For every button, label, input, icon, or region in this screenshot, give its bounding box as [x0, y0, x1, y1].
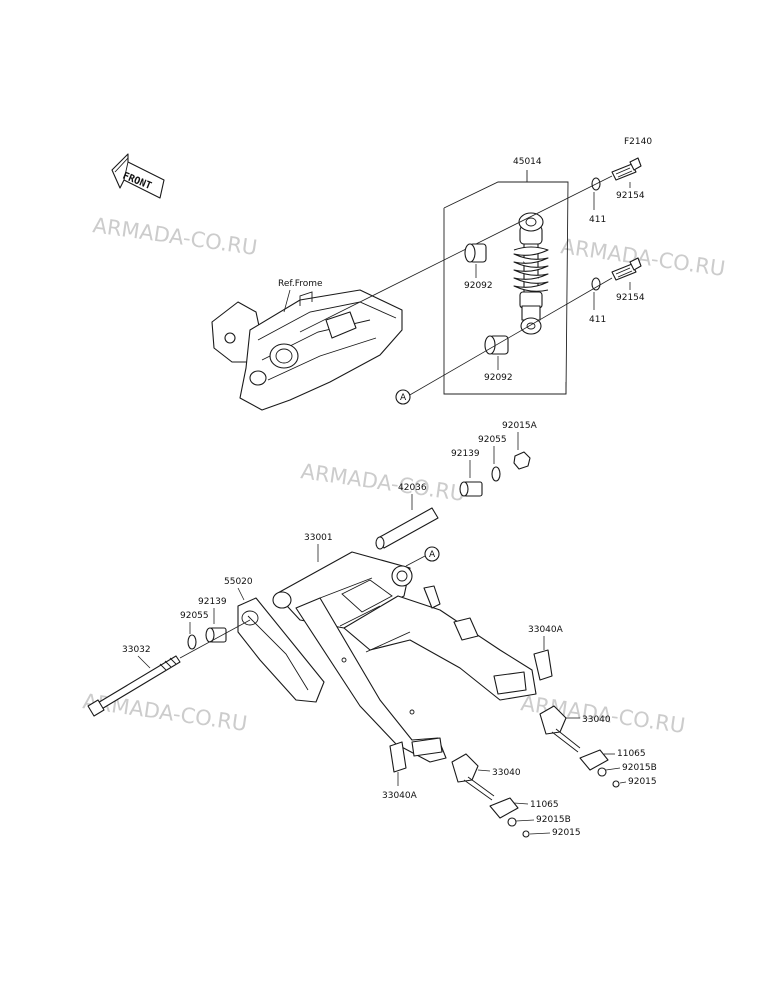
shock-absorber-drawing: [513, 212, 549, 335]
bushing-92139-right: [459, 481, 483, 497]
label-11065-right: 11065: [617, 749, 646, 759]
label-33040-center: 33040: [492, 768, 521, 778]
bracket-33040a-right: [533, 649, 553, 681]
axis-line-top: [299, 175, 613, 333]
nut-92015-right: [612, 780, 620, 788]
bushing-92139-left: [205, 627, 227, 643]
axis-line-bottom: [407, 277, 613, 397]
label-33040-right: 33040: [582, 715, 611, 725]
front-arrow-icon: FRONT: [111, 153, 165, 199]
label-92139-left: 92139: [198, 597, 227, 607]
adjuster-33040-right: [539, 705, 581, 753]
label-92015-bottom: 92015: [552, 828, 581, 838]
frame-section-drawing: [211, 289, 403, 411]
label-92154-bottom: 92154: [616, 293, 645, 303]
washer-92055-left: [187, 634, 197, 650]
watermark-2: ARMADA-CO.RU: [559, 234, 726, 281]
label-92055-left: 92055: [180, 611, 209, 621]
label-55020: 55020: [224, 577, 253, 587]
axis-line-pivot: [179, 619, 251, 659]
callout-a-upper-text: A: [400, 393, 407, 403]
ref-code: F2140: [624, 137, 652, 147]
washer-411-bottom: [591, 277, 601, 291]
washer-92055-right: [491, 466, 501, 482]
callout-a-lower: A: [424, 546, 440, 562]
label-92092-bottom: 92092: [484, 373, 513, 383]
nut-92015-bottom: [522, 830, 530, 838]
label-411-top: 411: [589, 215, 606, 225]
plate-11065-bottom: [489, 797, 519, 819]
watermark-3: ARMADA-CO.RU: [299, 459, 466, 506]
label-92154-top: 92154: [616, 191, 645, 201]
label-411-bottom: 411: [589, 315, 606, 325]
adjuster-33040-center: [451, 753, 495, 801]
label-33032: 33032: [122, 645, 151, 655]
watermark-1: ARMADA-CO.RU: [91, 213, 258, 260]
nut-92015a: [513, 451, 531, 470]
label-92015B-right: 92015B: [622, 763, 657, 773]
label-92015B-bottom: 92015B: [536, 815, 571, 825]
callout-a-upper: A: [395, 389, 411, 405]
label-42036: 42036: [398, 483, 427, 493]
ref-frame-label: Ref.Frome: [278, 279, 323, 289]
callout-a-lower-text: A: [429, 550, 436, 560]
nut-92015b-right: [597, 767, 607, 777]
label-33040A-right: 33040A: [528, 625, 564, 635]
bolt-92154-top: [611, 157, 642, 181]
label-92055-right: 92055: [478, 435, 507, 445]
label-92015-right: 92015: [628, 777, 657, 787]
shock-group-bracket: [443, 170, 569, 395]
label-33001: 33001: [304, 533, 333, 543]
bracket-33040a-left: [389, 741, 407, 773]
watermark-4: ARMADA-CO.RU: [81, 689, 248, 736]
bushing-92092-bottom: [484, 335, 509, 355]
label-33040A-left: 33040A: [382, 791, 418, 801]
chain-guide-55020: [237, 597, 325, 703]
pivot-bolt-33032: [87, 655, 181, 717]
swingarm-drawing: [272, 551, 537, 763]
plate-11065-right: [579, 749, 609, 771]
bolt-92154-bottom: [611, 257, 642, 281]
label-45014: 45014: [513, 157, 542, 167]
shaft-42036: [375, 507, 439, 550]
label-11065-bottom: 11065: [530, 800, 559, 810]
label-92139-right: 92139: [451, 449, 480, 459]
nut-92015b-bottom: [507, 817, 517, 827]
label-92015A: 92015A: [502, 421, 538, 431]
bushing-92092-top: [464, 243, 487, 263]
label-92092-top: 92092: [464, 281, 493, 291]
